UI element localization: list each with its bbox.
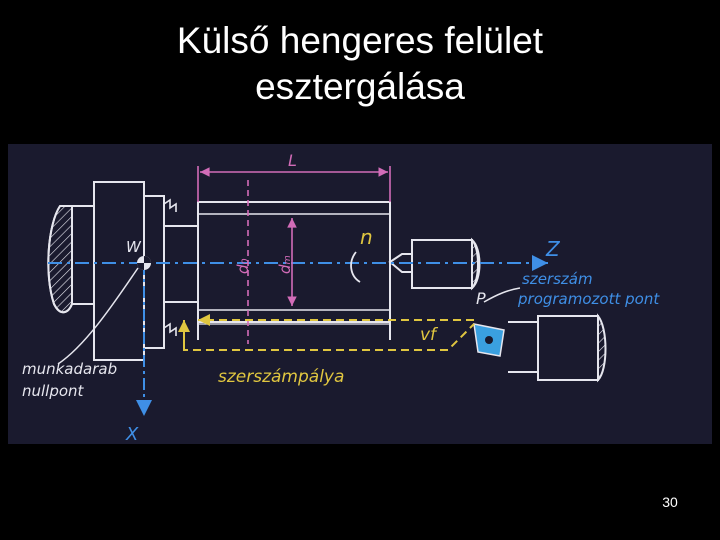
- label-tool-point-line2: programozott pont: [517, 290, 660, 308]
- label-dm: dₘ: [276, 255, 294, 274]
- rotation-arrow: [350, 251, 361, 283]
- slide-number: 30: [662, 494, 678, 510]
- workpiece-zero-leader: [57, 267, 139, 365]
- turning-diagram: L d₀ dₘ n W Z X P szerszám programozott …: [8, 144, 712, 444]
- label-z-axis: Z: [545, 237, 561, 261]
- label-workpiece-zero-line2: nullpont: [22, 382, 85, 400]
- title-line-1: Külső hengeres felület: [176, 20, 544, 61]
- diagram-background: [8, 144, 712, 444]
- workpiece-zero-marker: [137, 256, 151, 270]
- label-d0: d₀: [234, 258, 252, 274]
- tool-point-leader: [483, 287, 521, 303]
- label-feed: vf: [420, 325, 439, 345]
- tool-insert: [473, 323, 505, 357]
- label-workpiece-zero-line1: munkadarab: [22, 360, 117, 378]
- label-tool-point-line1: szerszám: [522, 270, 593, 288]
- label-tool-path: szerszámpálya: [218, 367, 344, 387]
- title-line-2: esztergálása: [255, 66, 465, 107]
- label-x-axis: X: [125, 424, 139, 444]
- label-tool-point: P: [476, 289, 486, 308]
- length-dimension: [197, 166, 391, 202]
- slide-title: Külső hengeres felület esztergálása: [0, 18, 720, 110]
- label-speed: n: [360, 225, 373, 249]
- tool-holder: [508, 313, 607, 383]
- label-length: L: [288, 151, 297, 170]
- tool-path: [178, 314, 475, 351]
- label-workpiece-zero: W: [126, 238, 142, 256]
